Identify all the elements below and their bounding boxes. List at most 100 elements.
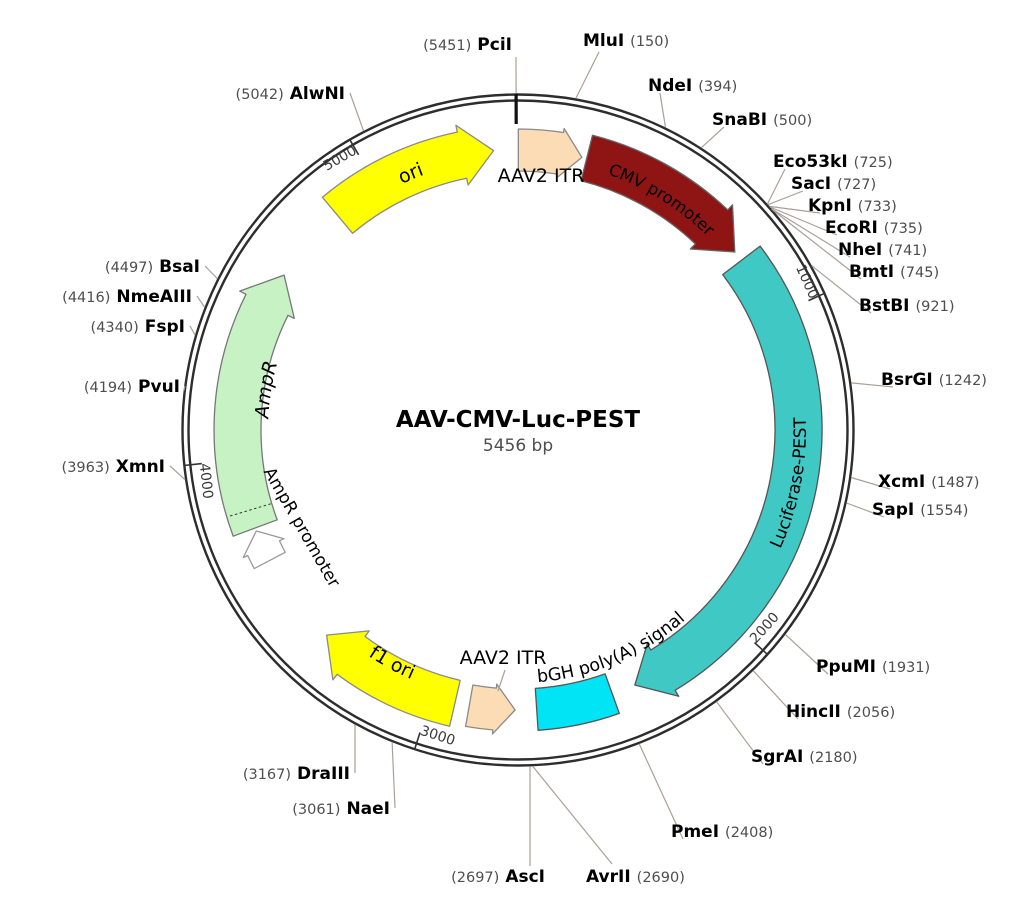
leader-line-Eco53kI — [766, 168, 786, 205]
feature-divider-ampr — [227, 503, 271, 518]
plasmid-title: AAV-CMV-Luc-PEST — [396, 407, 640, 433]
site-name: NmeAIII — [116, 287, 192, 307]
site-position: (2697) — [451, 870, 499, 886]
leader-line-PvuI — [183, 385, 186, 391]
leader-line-EcoRI — [769, 206, 838, 236]
site-position: (735) — [884, 221, 923, 237]
site-position: (2056) — [847, 705, 895, 721]
site-position: (2690) — [637, 870, 685, 886]
site-label-SnaBI: SnaBI(500) — [712, 110, 812, 130]
site-position: (5451) — [423, 38, 471, 54]
site-name: Eco53kI — [773, 152, 848, 172]
site-position: (4416) — [62, 290, 110, 306]
tick-mark-1000 — [808, 292, 826, 302]
site-name: PpuMI — [816, 657, 876, 677]
feature-bgh-polya-signal — [534, 673, 620, 731]
feature-label-aav2-itr-1: AAV2 ITR — [498, 165, 585, 187]
site-label-AlwNI: (5042) AlwNI — [236, 84, 345, 104]
site-name: XmnI — [116, 457, 165, 477]
plasmid-size-label: 5456 bp — [483, 436, 553, 456]
site-name: NheI — [838, 240, 882, 260]
site-name: AscI — [505, 867, 545, 887]
site-label-NdeI: NdeI (394) — [648, 76, 737, 96]
site-position: (1931) — [882, 660, 930, 676]
leader-line-XmnI — [169, 465, 186, 481]
site-position: (745) — [900, 265, 939, 281]
feature-label-aav2-itr-5: AAV2 ITR — [460, 647, 547, 669]
site-name: SgrAI — [751, 747, 803, 767]
site-position: (4194) — [84, 380, 132, 396]
tick-label-1000: 1000 — [792, 262, 821, 301]
site-label-EcoRI: EcoRI (735) — [825, 218, 923, 238]
leader-line-BmtI — [772, 209, 862, 280]
site-position: (733) — [858, 199, 897, 215]
site-name: NaeI — [346, 799, 390, 819]
site-name: FspI — [145, 317, 185, 337]
site-label-Eco53kI: Eco53kI(725) — [773, 152, 893, 172]
site-label-SgrAI: SgrAI (2180) — [751, 747, 858, 767]
leader-line-SnaBI — [700, 126, 725, 149]
leader-line-BsaI — [204, 265, 218, 280]
feature-label-ampr-promoter-8: AmpR promoter — [259, 464, 344, 591]
feature-ampr — [213, 274, 295, 537]
leader-line-SapI — [846, 502, 885, 518]
site-label-MluI: MluI(150) — [583, 31, 669, 51]
site-label-BsaI: (4497)BsaI — [105, 257, 200, 277]
site-position: (500) — [773, 113, 812, 129]
leader-line-PpuMI — [784, 633, 829, 675]
site-label-BsrGI: BsrGI(1242) — [881, 370, 987, 390]
site-label-AvrII: AvrII(2690) — [586, 867, 685, 887]
site-name: SapI — [872, 500, 914, 520]
leader-line-PmeI — [638, 743, 684, 840]
site-name: KpnI — [808, 196, 852, 216]
site-name: AlwNI — [290, 84, 345, 104]
site-name: PciI — [477, 35, 512, 55]
site-name: XcmI — [878, 472, 925, 492]
leader-line-FspI — [189, 325, 196, 336]
tick-mark-5000 — [348, 138, 360, 156]
site-label-KpnI: KpnI (733) — [808, 196, 897, 216]
feature-luciferase-pest — [634, 245, 823, 697]
site-position: (741) — [888, 243, 927, 259]
site-position: (727) — [837, 177, 876, 193]
site-label-PvuI: (4194)PvuI — [84, 377, 180, 397]
leader-line-SgrAI — [716, 701, 764, 765]
leader-line-SacI — [767, 190, 804, 206]
site-name: BstBI — [859, 296, 910, 316]
site-position: (2408) — [725, 825, 773, 841]
site-position: (4340) — [91, 320, 139, 336]
site-position: (394) — [698, 79, 737, 95]
site-label-XmnI: (3963)XmnI — [62, 457, 165, 477]
plasmid-ring-outer — [181, 93, 855, 767]
feature-aav2-itr-3p — [464, 683, 516, 735]
feature-ori — [321, 124, 495, 234]
site-label-SapI: SapI(1554) — [872, 500, 968, 520]
site-position: (2180) — [809, 750, 857, 766]
leader-line-NdeI — [659, 92, 667, 128]
site-name: NdeI — [648, 76, 692, 96]
site-position: (1242) — [939, 373, 987, 389]
site-position: (3061) — [292, 802, 340, 818]
tick-mark-2000 — [753, 642, 769, 656]
tick-label-4000: 4000 — [196, 463, 216, 500]
site-name: EcoRI — [825, 218, 878, 238]
leader-line-HincII — [752, 670, 799, 720]
leader-line-NaeI — [391, 742, 396, 809]
feature-aav2-itr-5p — [517, 127, 583, 179]
leader-line-MluI — [575, 51, 600, 99]
site-label-NmeAIII: (4416) NmeAIII — [62, 287, 192, 307]
tick-label-5000: 5000 — [321, 143, 360, 175]
site-name: PmeI — [671, 822, 719, 842]
site-label-PpuMI: PpuMI (1931) — [816, 657, 930, 677]
leader-line-BstBI — [811, 265, 872, 314]
tick-mark-3000 — [413, 732, 421, 750]
site-name: DraIII — [297, 764, 350, 784]
plasmid-ring-inner — [187, 99, 849, 761]
site-label-NaeI: (3061) NaeI — [292, 799, 390, 819]
site-position: (5042) — [236, 87, 284, 103]
site-label-DraIII: (3167)DraIII — [243, 764, 350, 784]
site-label-AscI: (2697) AscI — [451, 867, 545, 887]
leader-line-BsrGI — [851, 382, 894, 388]
